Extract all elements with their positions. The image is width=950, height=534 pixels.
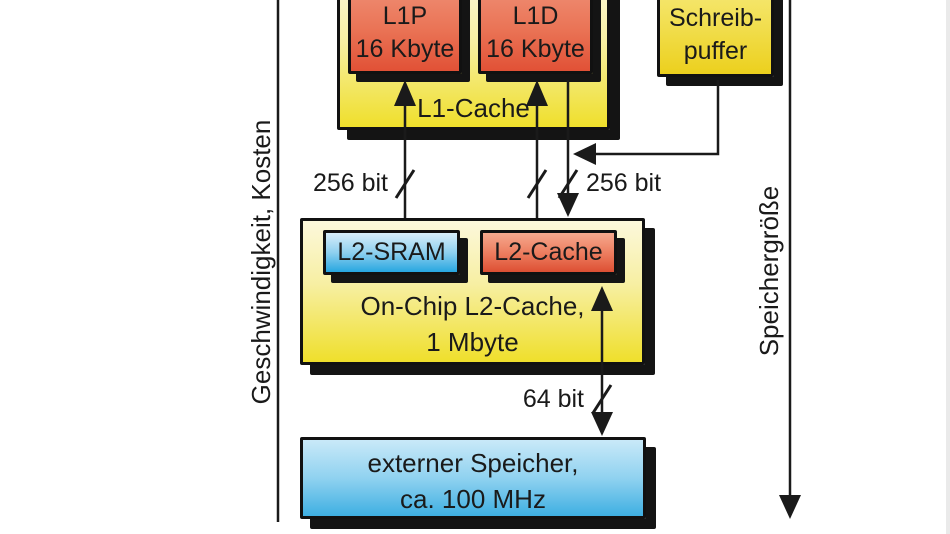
l2-sram-label: L2-SRAM [337, 238, 446, 266]
l1d-box: L1D 16 Kbyte [478, 0, 593, 74]
l2-sram-box: L2-SRAM [323, 230, 460, 275]
bus-label-64: 64 bit [522, 385, 584, 413]
l2-cache-label: L2-Cache [494, 238, 603, 266]
external-memory-line2: ca. 100 MHz [400, 484, 546, 514]
axis-left-label: Geschwindigkeit, Kosten [246, 119, 276, 405]
l1d-size: 16 Kbyte [486, 35, 585, 63]
axis-right-label: Speichergröße [754, 185, 784, 357]
bus-label-256-right: 256 bit [586, 169, 662, 197]
write-buffer-connector [594, 80, 720, 156]
l2-onchip-line1: On-Chip L2-Cache, [360, 291, 585, 321]
image-right-edge [946, 0, 950, 534]
external-memory-line1: externer Speicher, [367, 448, 579, 478]
l2-onchip-line2: 1 Mbyte [426, 327, 519, 357]
bus-label-256-left: 256 bit [312, 169, 388, 197]
l2-cache-box: L2-Cache [480, 230, 617, 275]
arrowhead-into-l2box [557, 193, 579, 217]
l1p-title: L1P [382, 2, 428, 30]
write-buffer-line1: Schreib- [668, 4, 763, 32]
arrowhead-writebuffer-join [573, 143, 596, 165]
l1d-title: L1D [512, 2, 559, 30]
write-buffer-line2: puffer [683, 37, 748, 65]
external-memory-box: externer Speicher, ca. 100 MHz [300, 437, 646, 519]
arrowhead-axis-right [779, 495, 801, 519]
arrowhead-into-extmem [591, 412, 613, 436]
l1p-size: 16 Kbyte [355, 35, 455, 63]
l1-cache-label: L1-Cache [417, 93, 530, 123]
l1p-box: L1P 16 Kbyte [348, 0, 462, 74]
write-buffer-box: Schreib- puffer [657, 0, 774, 77]
